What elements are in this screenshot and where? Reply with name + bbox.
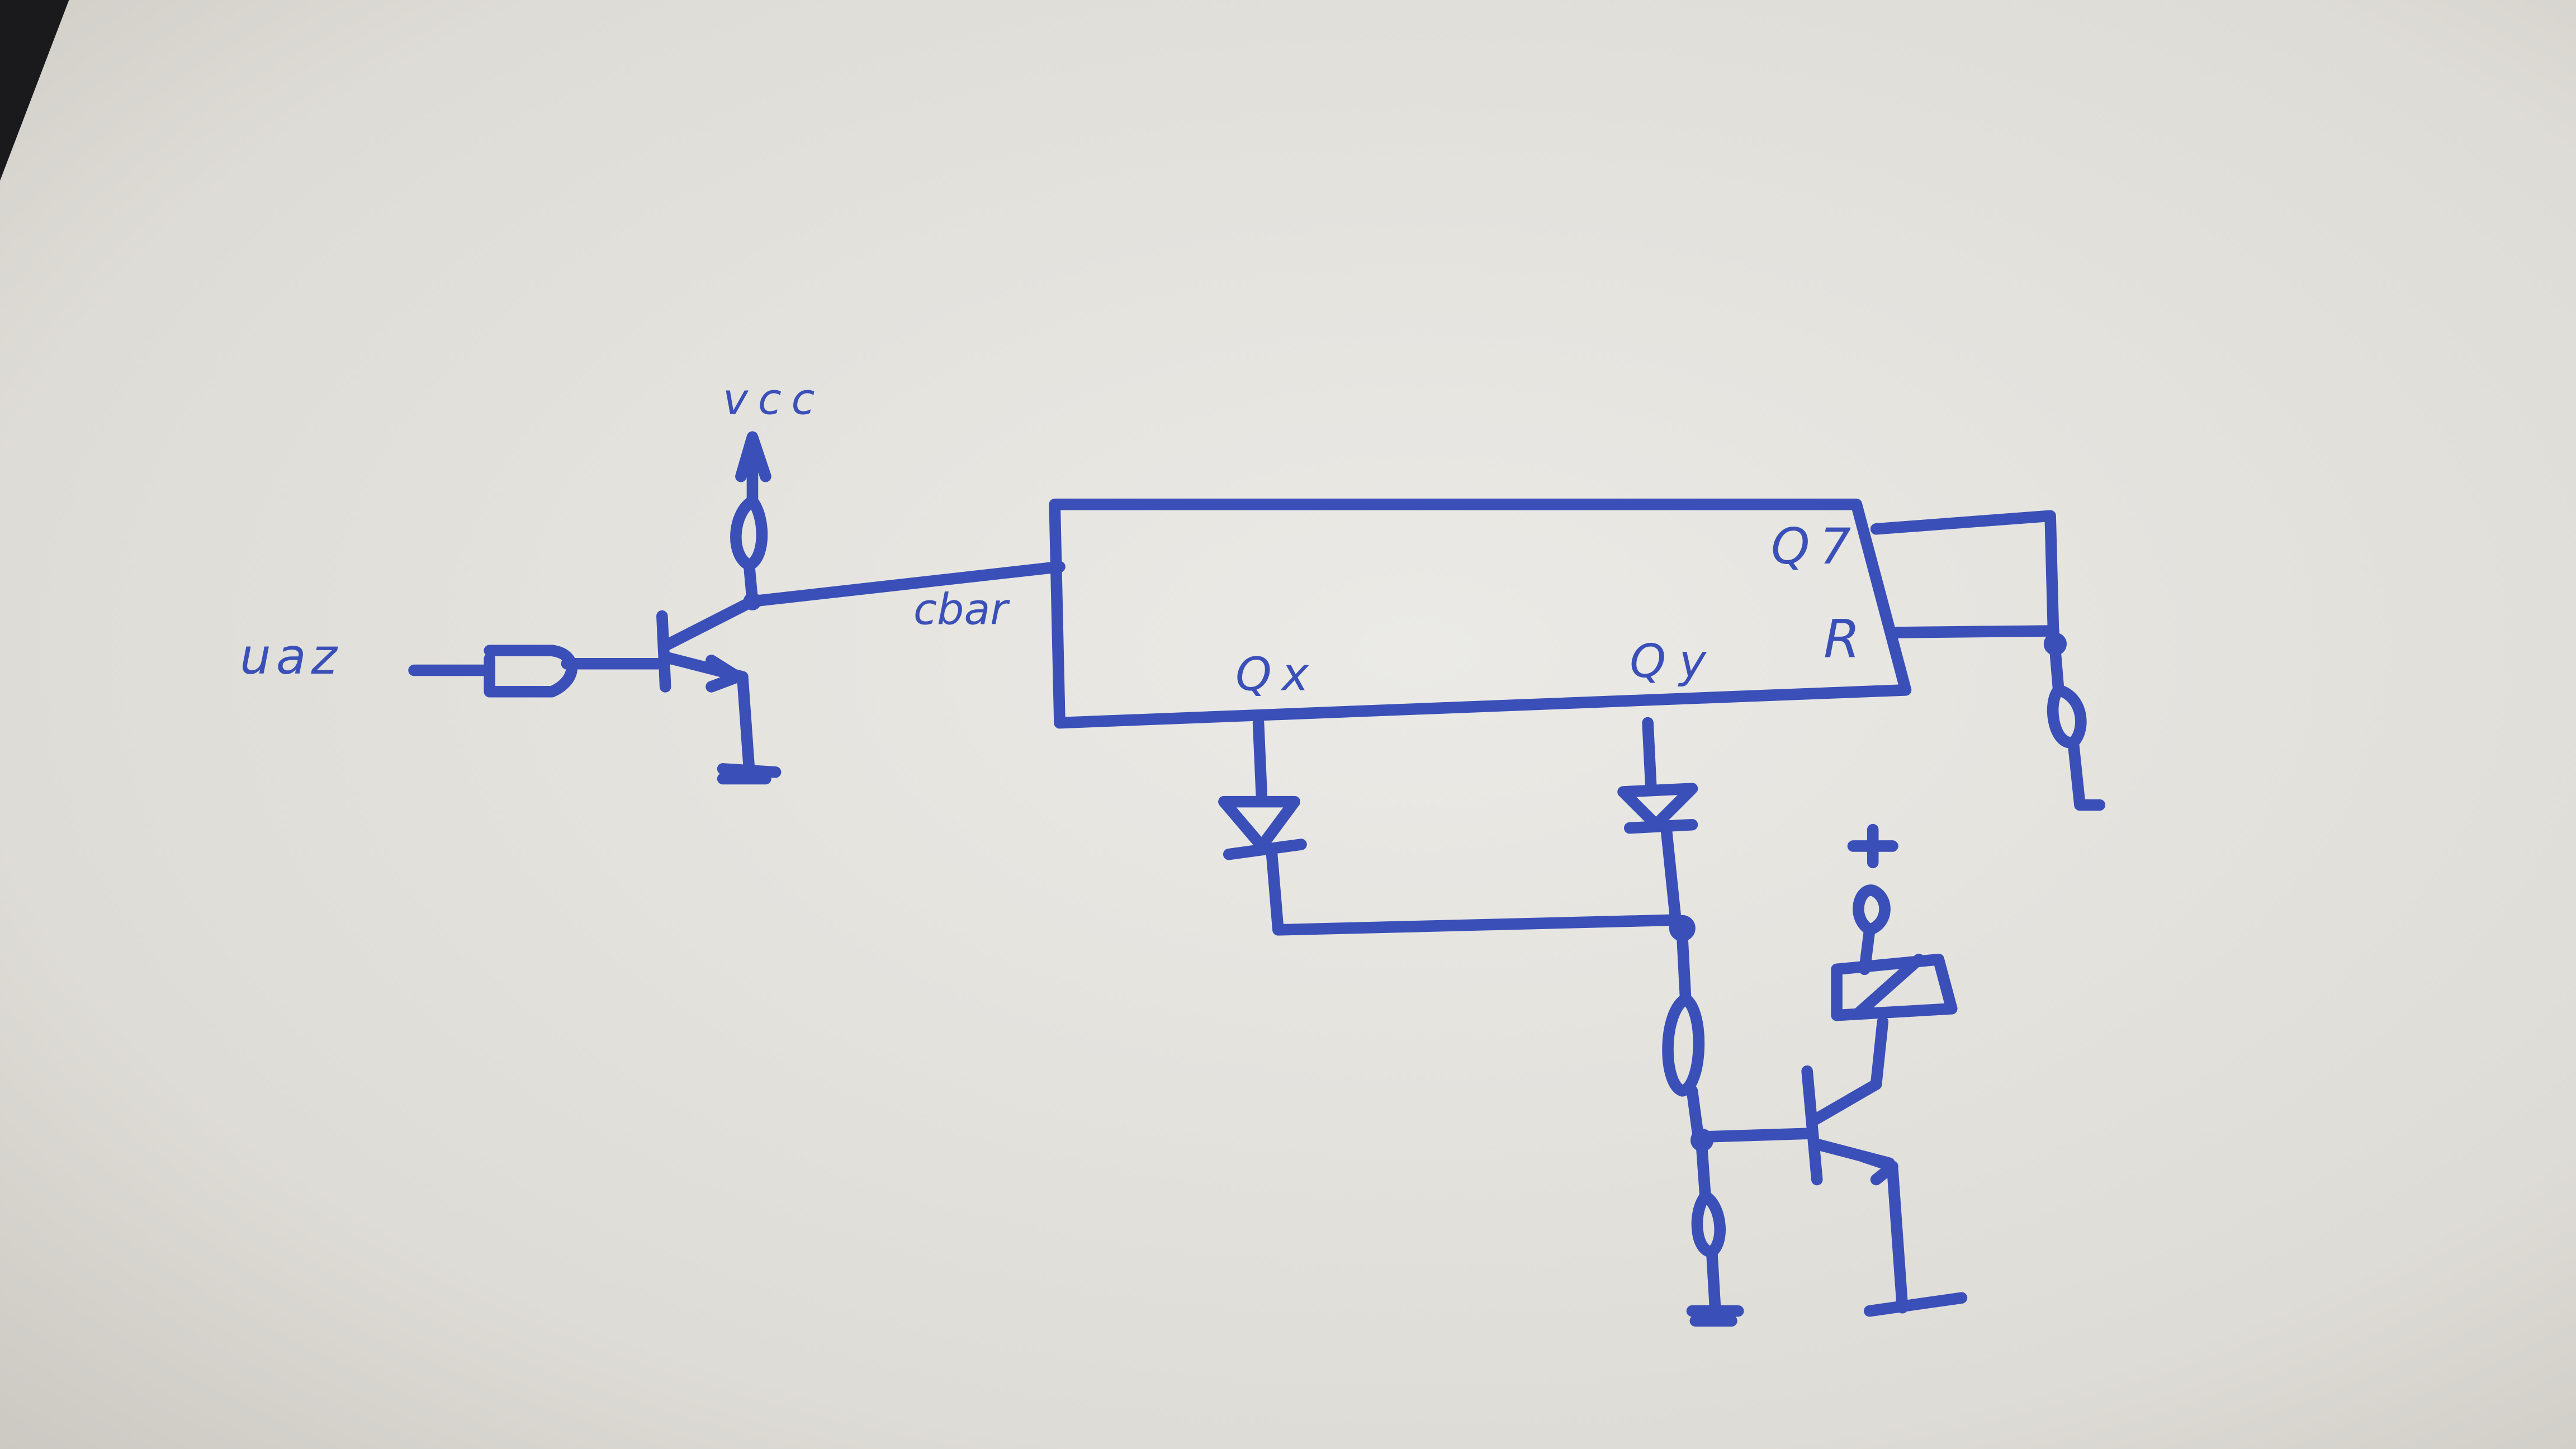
ic-block [1049, 498, 1912, 729]
dark-desk-corner [0, 0, 69, 181]
qx-output-label: Qx [1235, 648, 1319, 701]
input-label: uaz [240, 628, 342, 685]
input-transistor-stage [408, 431, 1066, 785]
output-transistor-stage [1662, 823, 1968, 1327]
reset-feedback [1870, 510, 2106, 811]
diode-qy [1617, 717, 1698, 926]
reset-input-label: R [1824, 609, 1860, 670]
diode-qx [1218, 717, 1682, 936]
clock-input-label: cbar [913, 585, 1010, 635]
qy-output-label: Qy [1630, 635, 1719, 688]
q7-output-label: Q7 [1771, 518, 1861, 575]
vcc-label: vcc [723, 375, 825, 425]
plus-supply-label: + [1853, 819, 1892, 872]
